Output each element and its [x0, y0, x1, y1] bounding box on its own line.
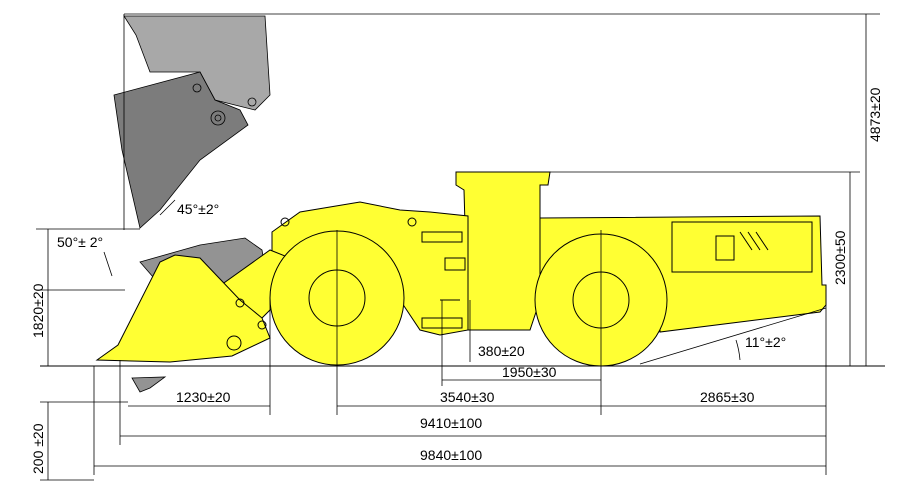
front-overhang-label: 1230±20: [176, 389, 231, 405]
axle-offset-label: 380±20: [478, 343, 525, 359]
length-overall-label: 9840±100: [420, 447, 482, 463]
center-to-rear-label: 1950±30: [502, 364, 557, 380]
dimension-lines: [47, 14, 867, 480]
length-bucket-level-label: 9410±100: [420, 415, 482, 431]
pin-icon: [407, 217, 417, 227]
pin-icon: [280, 217, 290, 227]
angle-pointer-icon: [103, 251, 113, 277]
valve-block: [444, 257, 466, 271]
pin-icon: [192, 83, 202, 93]
angle-pointer-icon: [159, 199, 176, 216]
wheelbase-label: 3540±30: [440, 389, 495, 405]
pivot-icon: [226, 335, 242, 351]
reference-lines: [36, 13, 885, 481]
hydraulic-cylinder: [421, 231, 463, 243]
departure-angle-label: 11°±2°: [745, 334, 786, 350]
grille-icon: [739, 231, 769, 251]
panel: [715, 235, 735, 261]
dimension-labels: 4873±20 2300±50 1820±20 200 ±20 45°±2° 5…: [30, 87, 883, 474]
dump-angle-label: 50°± 2°: [57, 234, 103, 250]
raised-bucket-ghost: [113, 15, 271, 229]
raise-angle-label: 45°±2°: [177, 201, 219, 217]
front-bucket: [95, 254, 271, 363]
pin-icon: [247, 97, 257, 107]
raised-bucket-lower: [113, 71, 249, 229]
overall-height-label: 4873±20: [867, 87, 883, 142]
angle-arc-icon: [735, 339, 741, 361]
rear-overhang-label: 2865±30: [700, 389, 755, 405]
pin-icon: [235, 298, 245, 308]
clearance-label: 200 ±20: [30, 423, 46, 474]
departure-angle-line: [639, 307, 827, 365]
pivot-icon: [210, 110, 226, 126]
operator-cab: [455, 171, 551, 331]
ground-bucket-shadow: [131, 376, 167, 393]
engine-cover: [671, 221, 813, 273]
cab-height-label: 2300±50: [832, 230, 848, 285]
pin-icon: [257, 320, 267, 330]
lip-height-label: 1820±20: [30, 283, 46, 338]
pivot-icon: [214, 114, 222, 122]
